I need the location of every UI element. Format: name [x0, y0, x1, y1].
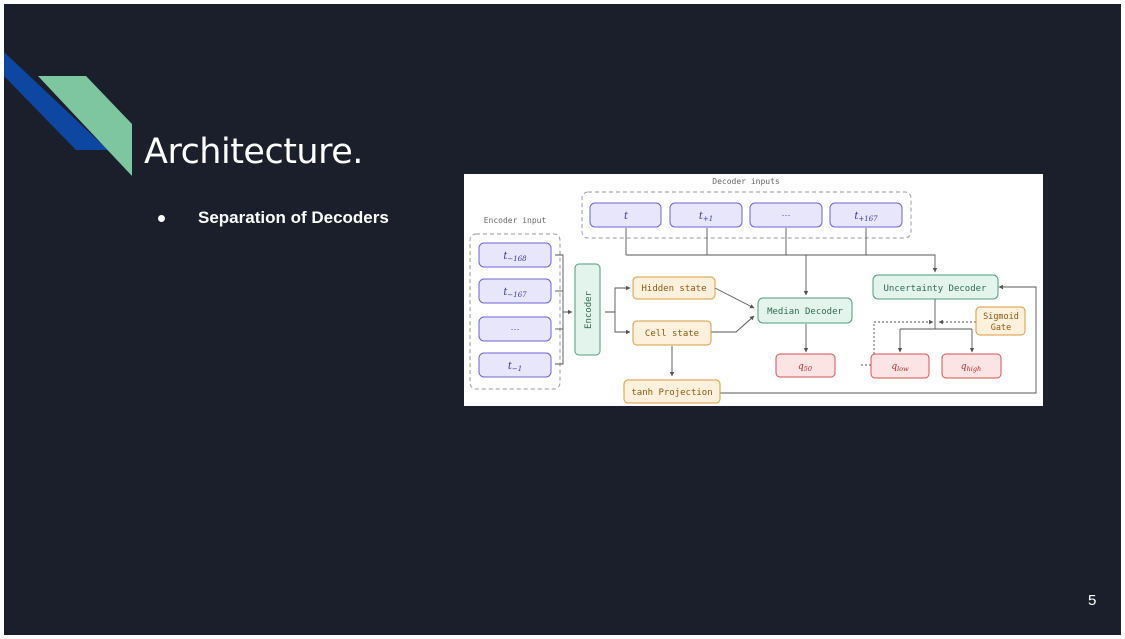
- corner-decoration: [4, 52, 132, 176]
- svg-text:t−1: t−1: [508, 361, 522, 373]
- deco-green-band: [38, 76, 132, 176]
- bullet-list: Separation of Decoders: [158, 208, 389, 228]
- encoder-input-t-minus-168: t−168: [478, 242, 552, 268]
- decoder-input-t-plus-1: t+1: [669, 202, 743, 228]
- svg-text:···: ···: [511, 324, 520, 334]
- encoder-input-group: [469, 233, 561, 390]
- deco-blue-band: [4, 52, 108, 150]
- slide-title: Architecture.: [144, 132, 363, 172]
- architecture-diagram: Decoder inputs Encoder input: [469, 177, 1037, 404]
- svg-text:t+1: t+1: [699, 211, 713, 223]
- encoder-input-label: Encoder input: [484, 216, 547, 225]
- q-low-output: qlow: [870, 353, 930, 379]
- q50-output: q50: [775, 353, 836, 378]
- svg-text:Gate: Gate: [991, 323, 1011, 333]
- svg-text:Sigmoid: Sigmoid: [983, 312, 1019, 322]
- hidden-state-block: Hidden state: [632, 276, 716, 300]
- svg-text:Uncertainty Decoder: Uncertainty Decoder: [884, 284, 988, 294]
- sigmoid-gate-block: Sigmoid Gate: [975, 306, 1026, 336]
- bullet-text: Separation of Decoders: [198, 208, 389, 227]
- encoder-input-t-minus-167: t−167: [478, 278, 552, 304]
- decoder-inputs-label: Decoder inputs: [712, 177, 780, 186]
- cell-state-block: Cell state: [632, 320, 712, 346]
- svg-text:Encoder: Encoder: [584, 290, 594, 329]
- tanh-projection-block: tanh Projection: [623, 379, 721, 404]
- svg-text:Cell state: Cell state: [645, 329, 699, 339]
- median-decoder-block: Median Decoder: [757, 297, 853, 324]
- svg-text:qhigh: qhigh: [961, 362, 981, 373]
- q-high-output: qhigh: [941, 353, 1002, 379]
- svg-text:qlow: qlow: [891, 362, 909, 373]
- svg-text:Median Decoder: Median Decoder: [767, 307, 843, 317]
- svg-text:t+167: t+167: [854, 211, 878, 223]
- decoder-input-t-plus-167: t+167: [829, 202, 903, 228]
- architecture-figure: Decoder inputs Encoder input: [464, 174, 1043, 406]
- svg-text:···: ···: [782, 210, 791, 220]
- encoder-block: Encoder: [574, 263, 601, 356]
- decoder-input-ellipsis: ···: [749, 202, 823, 228]
- decoder-inputs-group: [581, 191, 912, 239]
- slide: Architecture. Separation of Decoders Dec…: [4, 4, 1121, 635]
- svg-text:Hidden state: Hidden state: [641, 284, 706, 294]
- page-number: 5: [1088, 592, 1097, 609]
- bullet-item: Separation of Decoders: [158, 208, 389, 228]
- decoder-input-t: t: [589, 202, 662, 228]
- svg-text:q50: q50: [798, 362, 812, 373]
- uncertainty-decoder-block: Uncertainty Decoder: [872, 274, 999, 300]
- encoder-input-t-minus-1: t−1: [478, 352, 552, 378]
- encoder-input-ellipsis: ···: [478, 316, 552, 342]
- svg-text:t−168: t−168: [503, 251, 527, 263]
- svg-text:tanh Projection: tanh Projection: [631, 388, 712, 398]
- svg-text:t: t: [624, 211, 629, 222]
- bullet-dot: [158, 214, 165, 222]
- svg-text:t−167: t−167: [503, 287, 527, 299]
